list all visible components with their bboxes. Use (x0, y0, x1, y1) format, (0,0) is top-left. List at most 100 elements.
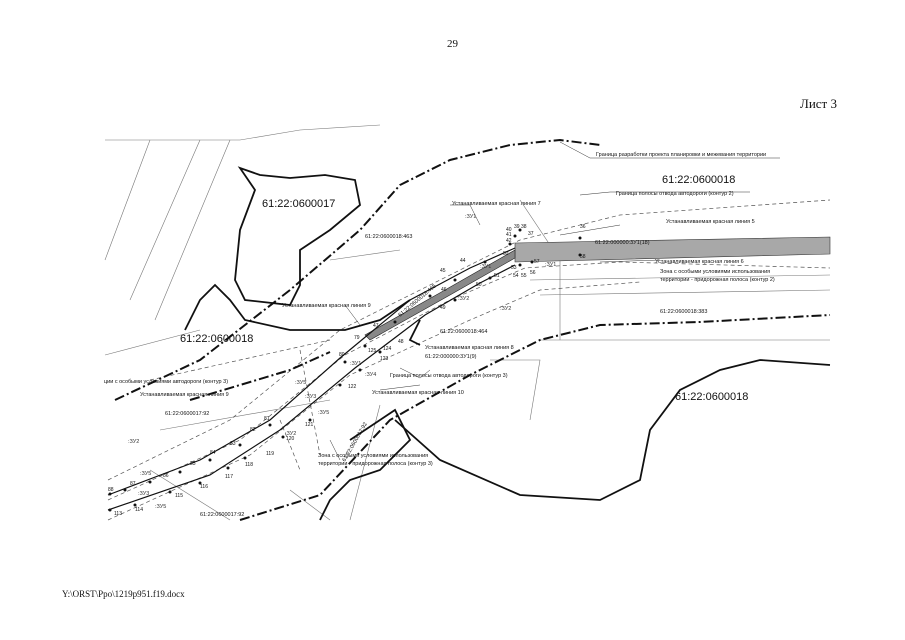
point-number: 118 (245, 462, 253, 468)
annotation: Зона с особыми условиями использования (660, 269, 770, 275)
parcel-label: 61:22:0600017:92 (200, 512, 244, 518)
parcel-label: 61:22:000000:3У1(9) (425, 354, 477, 360)
page-number: 29 (447, 38, 458, 50)
sheet-label: Лист 3 (800, 96, 837, 111)
point-number: 123 (380, 356, 389, 362)
parcel-label: 61:22:0600018:464 (440, 329, 487, 335)
annotation: Устанавливаемая красная линия 7 (452, 201, 541, 207)
point-number: 51 (494, 273, 500, 279)
point-number: 114 (135, 507, 143, 513)
point-number: 39 (514, 224, 520, 230)
point-number: 58 (580, 254, 586, 260)
point-number: 86 (163, 473, 169, 479)
point-number: 48 (398, 339, 404, 345)
point-number: 37 (528, 231, 534, 237)
red-lines (107, 247, 516, 511)
zone-label: :ЗУ2 (458, 296, 469, 302)
point-number: 38 (521, 224, 527, 230)
zone-label: :ЗУ5 (140, 471, 151, 477)
zone-labels: :ЗУ1 :ЗУ1 :ЗУ1 :ЗУ2 :ЗУ2 :ЗУ2 :ЗУ2 :ЗУ3 … (128, 214, 556, 510)
point-number: 57 (534, 259, 540, 265)
annotation: ции с особыми условиями автодороги (конт… (104, 379, 228, 385)
point-number: 44 (460, 258, 466, 264)
point-number: 49 (440, 305, 446, 311)
zone-label: :ЗУ4 (365, 372, 376, 378)
point-number: 124 (383, 346, 392, 352)
annotation: Устанавливаемая красная линия 5 (666, 219, 755, 225)
zone-dashed-lines (107, 199, 831, 521)
parcel-label: 61:22:0600018:463 (365, 234, 412, 240)
annotation: Граница полосы отвода автодороги (контур… (390, 373, 508, 379)
zone-label: :ЗУ2 (285, 431, 296, 437)
zone-label: :ЗУ5 (318, 410, 329, 416)
parcel-label: 61:22:0600018 (180, 333, 253, 345)
point-number: 46 (441, 287, 447, 293)
zone-label: :ЗУ5 (155, 504, 166, 510)
point-number: 81 (264, 416, 270, 422)
point-number: 125 (368, 348, 377, 354)
road-band-contour-2 (364, 236, 831, 341)
point-number: 79 (354, 335, 360, 341)
zone-label: :ЗУ2 (128, 439, 139, 445)
parcel-label: 61:22:0600018 (662, 174, 735, 186)
point-number: 88 (108, 487, 114, 493)
annotation: территории - придорожная полоса (контур … (660, 277, 775, 283)
point-number: 83 (230, 441, 236, 447)
point-number: 42 (506, 238, 512, 244)
point-number: 117 (225, 474, 233, 480)
file-path: Y:\ORST\Ppo\1219p951.f19.docx (62, 589, 185, 599)
zone-label: :ЗУ2 (500, 306, 511, 312)
zone-label: :ЗУ1 (465, 214, 476, 220)
point-number: 84 (210, 450, 216, 456)
annotation: Устанавливаемая красная линия 9 (140, 392, 229, 398)
annotation: Граница разработки проекта планировки и … (596, 152, 766, 158)
zone-label: :ЗУ3 (305, 394, 316, 400)
point-number: 82 (250, 427, 256, 433)
point-number: 119 (266, 451, 274, 457)
point-number: 40 (506, 227, 512, 233)
annotation: Зона с особыми условиями использования (318, 453, 428, 459)
point-number: 87 (130, 481, 136, 487)
point-number: 116 (200, 484, 208, 490)
point-number: 45 (440, 268, 446, 274)
zone-label: :ЗУ1 (545, 262, 556, 268)
background-parcel-lines (104, 124, 831, 521)
parcel-label: 61:22:000000:3У1(18) (595, 240, 650, 246)
boundary-points (108, 228, 582, 512)
project-boundary-line (114, 138, 831, 521)
point-number: 121 (305, 422, 314, 428)
point-number: 113 (114, 511, 122, 517)
point-number: 85 (190, 461, 196, 467)
zone-label: :ЗУ1 (350, 361, 361, 367)
parcel-label: 61:22:0600018 (675, 391, 748, 403)
zone-label: :ЗУ3 (138, 491, 149, 497)
point-number: 54 (513, 273, 519, 279)
point-number: 50 (476, 282, 482, 288)
point-number: 120 (286, 436, 295, 442)
leader-lines (329, 141, 780, 461)
annotation: Устанавливаемая красная линия 9 (282, 303, 371, 309)
point-number: 56 (530, 270, 536, 276)
point-number: 115 (175, 493, 183, 499)
annotation: Устанавливаемая красная линия 10 (372, 390, 464, 396)
point-number: 47 (373, 323, 379, 329)
annotation: территории - придорожная полоса (контур … (318, 461, 433, 467)
land-boundary-line (184, 166, 831, 521)
zone-label: :ЗУ5 (295, 380, 306, 386)
annotation: Граница полосы отвода автодороги (контур… (616, 191, 734, 197)
point-number: 36 (580, 224, 586, 230)
point-number: 52 (503, 251, 509, 257)
point-number: 122 (348, 384, 357, 390)
parcel-label: 61:22:0600017:92 (165, 411, 209, 417)
zone-label: :ЗУ1 (480, 264, 491, 270)
point-number: 80 (339, 352, 345, 358)
parcel-label: 61:22:0600017 (262, 198, 335, 210)
annotation: Устанавливаемая красная линия 6 (655, 259, 744, 265)
annotation: Устанавливаемая красная линия 8 (425, 345, 514, 351)
point-number: 53 (511, 265, 517, 271)
point-number: 55 (521, 273, 527, 279)
point-number: 41 (506, 232, 512, 238)
parcel-label: 61:22:0600018:383 (660, 309, 707, 315)
point-numbers: 36 37 38 39 40 41 42 44 45 46 47 48 49 5… (108, 224, 586, 517)
